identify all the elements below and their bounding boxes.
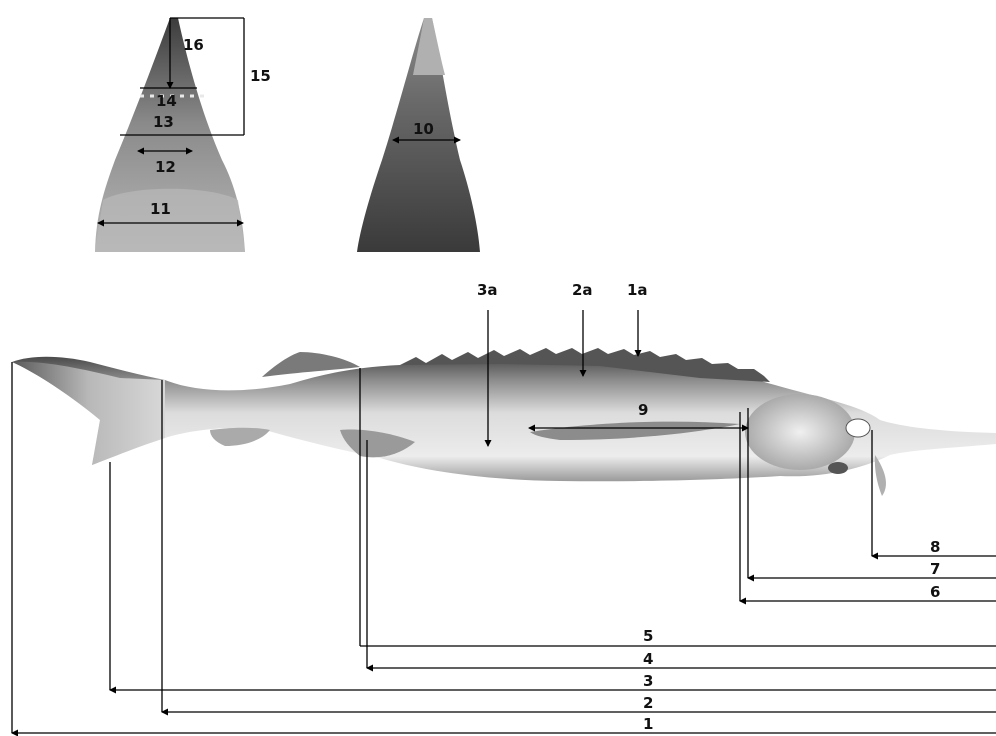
label-8: 8	[930, 538, 940, 556]
label-7: 7	[930, 560, 940, 578]
label-3: 3	[643, 672, 653, 690]
dimension-labels: 8 7 6 5 4 3 2 1	[643, 538, 940, 733]
sturgeon-body	[12, 348, 996, 496]
label-2: 2	[643, 694, 653, 712]
label-1a: 1a	[627, 281, 648, 299]
label-3a: 3a	[477, 281, 498, 299]
label-14: 14	[156, 92, 177, 110]
label-11: 11	[150, 200, 171, 218]
label-15: 15	[250, 67, 271, 85]
label-2a: 2a	[572, 281, 593, 299]
label-12: 12	[155, 158, 176, 176]
label-16: 16	[183, 36, 204, 54]
label-6: 6	[930, 583, 940, 601]
label-9: 9	[638, 401, 648, 419]
label-10: 10	[413, 120, 434, 138]
label-5: 5	[643, 627, 653, 645]
label-1: 1	[643, 715, 653, 733]
label-4: 4	[643, 650, 653, 668]
label-13: 13	[153, 113, 174, 131]
